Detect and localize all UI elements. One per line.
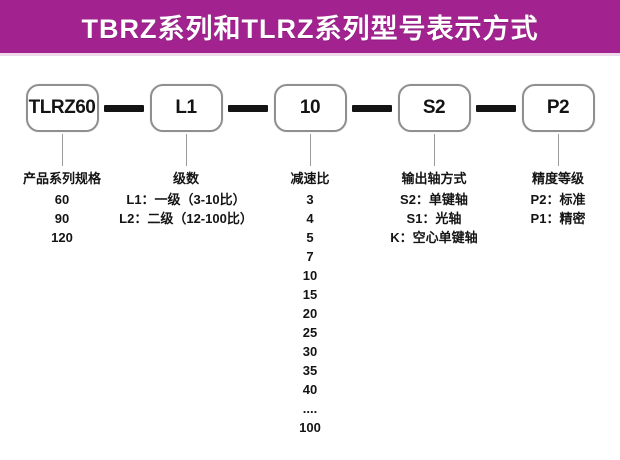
option-value: K：空心单键轴 bbox=[390, 230, 478, 245]
option-value: 3 bbox=[306, 192, 314, 207]
page-title: TBRZ系列和TLRZ系列型号表示方式 bbox=[81, 14, 539, 44]
code-box-stages: L1 bbox=[149, 84, 223, 132]
segment-label-precision: 精度等级 bbox=[531, 171, 584, 186]
code-box-shaft: S2 bbox=[397, 84, 471, 132]
segment-column-ratio: 10 减速比 3 4 5 7 10 15 20 25 30 35 40.... 100 bbox=[248, 59, 372, 437]
option-value: 20 bbox=[302, 306, 318, 321]
option-value: 10 bbox=[302, 268, 318, 283]
option-value: 4 bbox=[306, 211, 314, 226]
option-value: 7 bbox=[306, 249, 314, 264]
option-value: 120 bbox=[51, 230, 73, 245]
code-text: 10 bbox=[299, 97, 321, 118]
segment-column-stages: L1 级数 L1：一级（3-10比） L2：二级（12-100比） bbox=[119, 59, 253, 437]
vertical-connector-line bbox=[61, 134, 63, 166]
option-value: 35 bbox=[302, 363, 318, 378]
model-code-diagram: TLRZ60 产品系列规格 60 90 120 L1 级数 L1：一级（3-10比）… bbox=[0, 59, 620, 460]
connector-line-4 bbox=[476, 105, 516, 112]
option-value: P1：精密 bbox=[530, 211, 586, 226]
option-value: S2：单键轴 bbox=[400, 192, 468, 207]
option-value: 15 bbox=[302, 287, 318, 302]
segment-column-shaft: S2 输出轴方式 S2：单键轴 S1：光轴 K：空心单键轴 bbox=[372, 59, 496, 437]
segment-options-precision: P2：标准 P1：精密 bbox=[531, 190, 586, 228]
option-value: 25 bbox=[302, 325, 318, 340]
option-value: 40 bbox=[302, 382, 318, 397]
segment-options-shaft: S2：单键轴 S1：光轴 K：空心单键轴 bbox=[390, 190, 477, 247]
code-text: S2 bbox=[422, 97, 446, 118]
option-value: 5 bbox=[306, 230, 314, 245]
vertical-connector-line bbox=[557, 134, 559, 166]
option-value: .... bbox=[302, 401, 318, 416]
segment-label-series: 产品系列规格 bbox=[22, 171, 101, 186]
option-value: 90 bbox=[54, 211, 70, 226]
option-value: L2：二级（12-100比） bbox=[119, 211, 253, 226]
connector-line-2 bbox=[228, 105, 268, 112]
option-value: 60 bbox=[54, 192, 70, 207]
segment-options-ratio: 3 4 5 7 10 15 20 25 30 35 40.... 100 bbox=[299, 190, 321, 437]
segment-label-stages: 级数 bbox=[172, 171, 199, 186]
connector-line-1 bbox=[104, 105, 144, 112]
segment-label-shaft: 输出轴方式 bbox=[401, 171, 467, 186]
diagram-columns: TLRZ60 产品系列规格 60 90 120 L1 级数 L1：一级（3-10比）… bbox=[0, 59, 620, 437]
option-value: 100 bbox=[299, 420, 321, 435]
code-text: P2 bbox=[546, 97, 570, 118]
code-box-series: TLRZ60 bbox=[25, 84, 99, 132]
code-box-precision: P2 bbox=[521, 84, 595, 132]
option-value: L1：一级（3-10比） bbox=[126, 192, 246, 207]
title-bar: TBRZ系列和TLRZ系列型号表示方式 bbox=[0, 0, 620, 56]
option-value: 30 bbox=[302, 344, 318, 359]
segment-label-ratio: 减速比 bbox=[290, 171, 330, 186]
code-text: L1 bbox=[175, 97, 197, 118]
connector-line-3 bbox=[352, 105, 392, 112]
option-value: P2：标准 bbox=[530, 192, 586, 207]
vertical-connector-line bbox=[185, 134, 187, 166]
vertical-connector-line bbox=[433, 134, 435, 166]
segment-column-series: TLRZ60 产品系列规格 60 90 120 bbox=[0, 59, 124, 437]
code-box-ratio: 10 bbox=[273, 84, 347, 132]
segment-column-precision: P2 精度等级 P2：标准 P1：精密 bbox=[496, 59, 620, 437]
code-text: TLRZ60 bbox=[28, 97, 96, 118]
segment-options-stages: L1：一级（3-10比） L2：二级（12-100比） bbox=[119, 190, 253, 228]
vertical-connector-line bbox=[309, 134, 311, 166]
option-value: S1：光轴 bbox=[406, 211, 462, 226]
segment-options-series: 60 90 120 bbox=[51, 190, 73, 247]
